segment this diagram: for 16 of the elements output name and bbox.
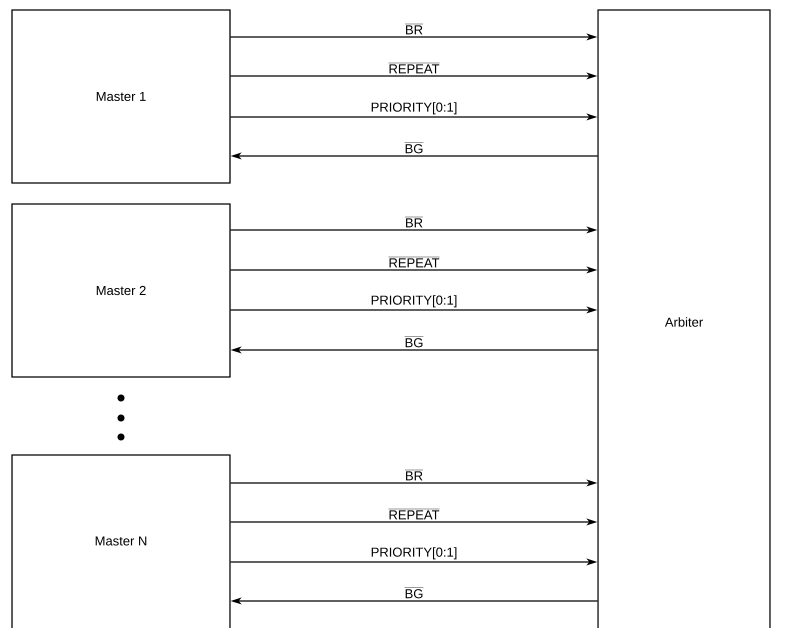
- signal-label: PRIORITY[0:1]: [372, 547, 456, 560]
- signal-label: REPEAT: [388, 256, 440, 268]
- block-box: Master 1: [11, 9, 231, 184]
- signal-label: BG: [404, 142, 424, 154]
- block-box: Arbiter: [597, 9, 771, 628]
- signal-label: BR: [404, 24, 424, 34]
- signal-label: REPEAT: [388, 62, 440, 74]
- signal-label: BG: [404, 588, 424, 598]
- block-box: Master N: [11, 454, 231, 628]
- signal-label: BG: [404, 336, 424, 348]
- signal-label: BR: [404, 216, 424, 228]
- signal-label: PRIORITY[0:1]: [372, 295, 456, 308]
- signal-label: REPEAT: [388, 508, 440, 520]
- signal-label: PRIORITY[0:1]: [372, 102, 456, 114]
- block-box: Master 2: [11, 203, 231, 378]
- signal-label: BR: [404, 470, 424, 480]
